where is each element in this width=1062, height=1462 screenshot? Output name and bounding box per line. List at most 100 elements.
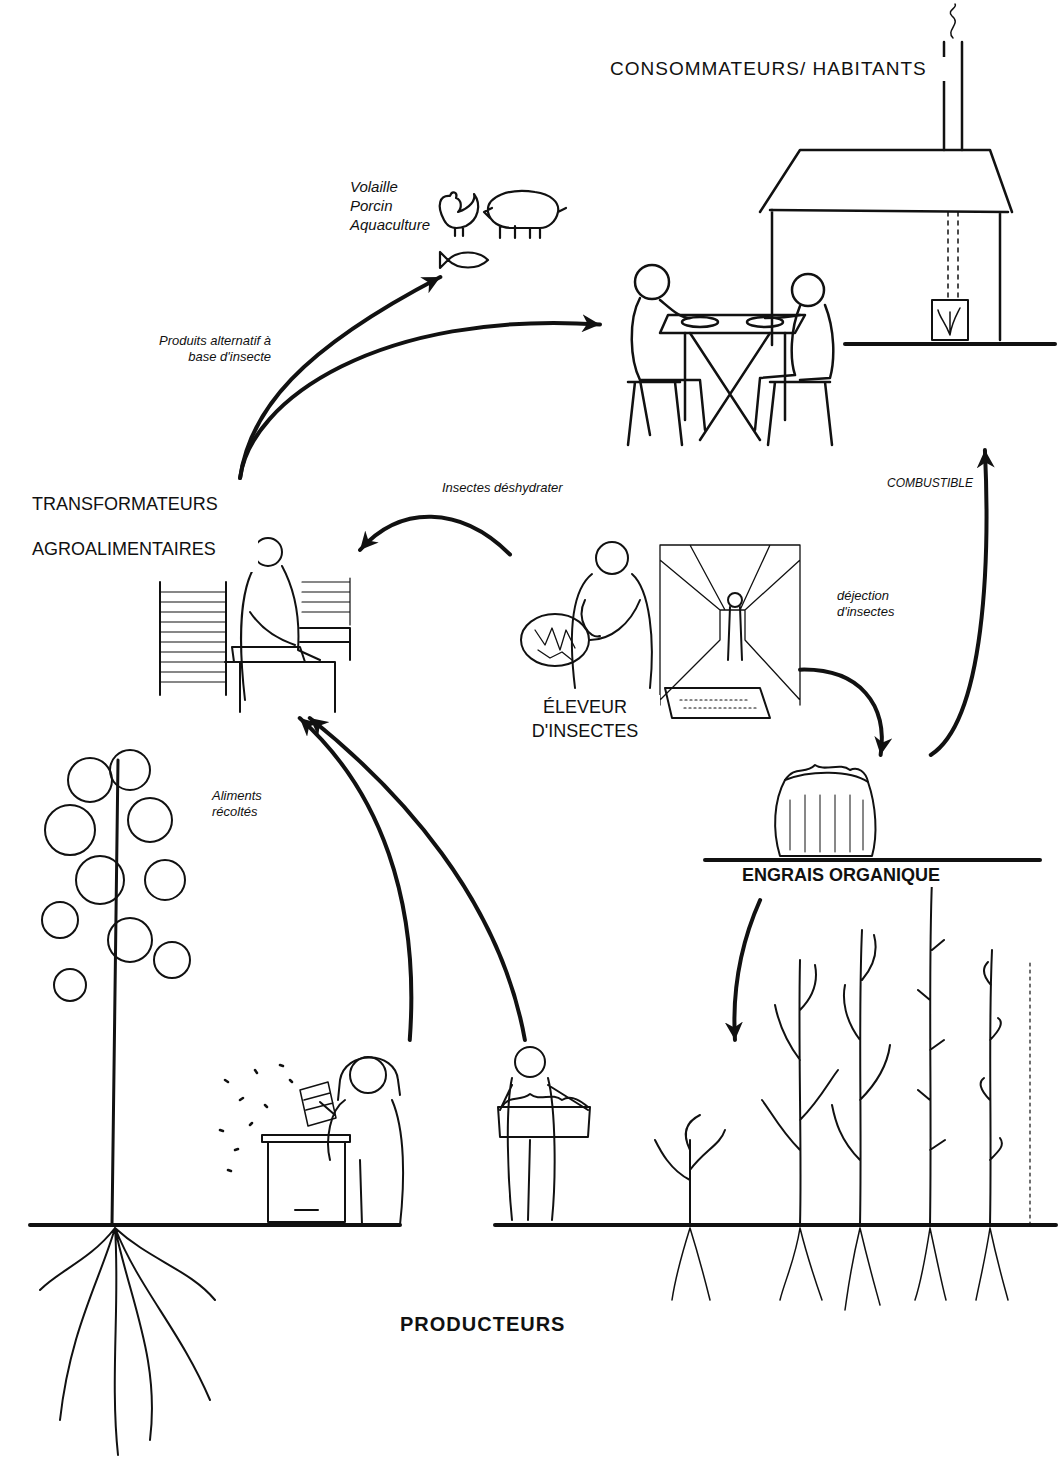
tree-part xyxy=(112,760,118,1225)
insect-farm-scene-part xyxy=(596,542,628,574)
animal-icons xyxy=(440,191,566,268)
consumer-scene-part xyxy=(938,308,960,335)
flow-arrow xyxy=(800,670,882,755)
edge-label: Produits alternatif à base d'insecte xyxy=(138,333,273,366)
beekeeper-part xyxy=(220,1065,292,1171)
tree-part xyxy=(30,1223,400,1227)
tree-part xyxy=(110,750,150,790)
harvester-part xyxy=(498,1107,590,1137)
insect-farm-scene-part xyxy=(665,688,770,718)
edge-label-holder: Aliments récoltés xyxy=(210,788,300,821)
harvester-part xyxy=(502,1094,588,1107)
processor-scene-part xyxy=(225,662,335,712)
insect-farm-scene-part xyxy=(535,628,575,660)
consumer-scene-part xyxy=(792,274,824,306)
animal-icons-part xyxy=(484,191,566,238)
fertilizer-sack-part xyxy=(790,795,863,852)
beekeeper-part xyxy=(338,1058,400,1101)
fertilizer-sack-part xyxy=(775,773,875,856)
harvester-part xyxy=(515,1047,545,1077)
processor-scene-part xyxy=(232,647,305,662)
fertilizer-sack-part xyxy=(705,858,1040,862)
crops-part xyxy=(981,950,1002,1225)
crops-part xyxy=(655,1115,725,1225)
fertilizer-sack-part xyxy=(785,765,868,782)
consumer-scene-part xyxy=(635,265,669,299)
processor-scene-part xyxy=(241,566,320,700)
group-heading: CONSOMMATEURS/ HABITANTS xyxy=(608,57,948,81)
insect-farm-scene-part xyxy=(660,545,800,705)
group-heading: TRANSFORMATEURS AGROALIMENTAIRES xyxy=(30,482,258,572)
crops-part xyxy=(918,880,945,1225)
animal-icons-part xyxy=(440,252,488,268)
actor-group: ÉLEVEUR D'INSECTES xyxy=(510,530,800,775)
tree-part xyxy=(154,942,190,978)
actor-group: CONSOMMATEURS/ HABITANTS xyxy=(600,45,1045,450)
beekeeper-part xyxy=(262,1135,350,1222)
actor-group: Volaille Porcin Aquaculture xyxy=(340,172,568,277)
tree-part xyxy=(128,798,172,842)
crops-part xyxy=(832,930,890,1225)
crops-part xyxy=(672,1228,1008,1310)
group-heading: ENGRAIS ORGANIQUE xyxy=(740,865,965,887)
tree-part xyxy=(40,1228,215,1455)
flow-arrow xyxy=(240,277,440,478)
beekeeper xyxy=(220,1057,403,1225)
consumer-scene-part xyxy=(628,382,682,445)
consumer-scene-part xyxy=(845,342,1055,346)
edge-label-holder: COMBUSTIBLE xyxy=(868,476,975,491)
flow-arrow xyxy=(240,323,600,478)
edge-label: déjection d'insectes xyxy=(835,588,945,621)
consumer-scene-part xyxy=(948,212,958,298)
edge-label: Aliments récoltés xyxy=(210,788,300,821)
crops xyxy=(655,880,1030,1310)
actor-group: TRANSFORMATEURS AGROALIMENTAIRES xyxy=(25,478,360,718)
tree xyxy=(30,750,400,1455)
tree-part xyxy=(68,758,112,802)
consumer-scene-part xyxy=(768,382,832,445)
processor-scene-part xyxy=(300,628,350,660)
consumer-scene-part xyxy=(755,305,833,430)
group-heading: PRODUCTEURS xyxy=(398,1312,578,1336)
flow-arrow xyxy=(300,718,412,1040)
processor-scene-part xyxy=(254,538,282,566)
tree-part xyxy=(42,902,78,938)
group-heading: ÉLEVEUR D'INSECTES xyxy=(510,695,660,744)
consumer-scene-part xyxy=(632,298,705,435)
actor-group: PRODUCTEURS xyxy=(30,1040,1040,1455)
harvester-part xyxy=(495,1223,1056,1227)
flow-arrow xyxy=(734,900,760,1040)
tree-part xyxy=(45,805,95,855)
crops-part xyxy=(762,960,838,1225)
consumer-scene-part xyxy=(950,4,955,38)
fertilizer-sack xyxy=(705,765,1040,860)
group-heading: Volaille Porcin Aquaculture xyxy=(348,178,438,234)
insect-farm-scene-part xyxy=(572,574,652,688)
tree-part xyxy=(108,918,152,962)
edge-label-holder: déjection d'insectes xyxy=(835,588,945,621)
flow-arrow xyxy=(360,517,510,555)
processor-scene-part xyxy=(302,578,350,625)
actor-group: ENGRAIS ORGANIQUE xyxy=(730,755,971,900)
tree-part xyxy=(145,860,185,900)
beekeeper-part xyxy=(300,1082,336,1126)
edge-label: Insectes déshydrater xyxy=(440,480,615,496)
processor-scene-part xyxy=(160,592,226,682)
insect-farm-scene-part xyxy=(521,614,589,666)
edge-label-holder: Produits alternatif à base d'insecte xyxy=(138,333,273,366)
consumer-scene-part xyxy=(932,300,968,340)
flow-arrow xyxy=(310,718,525,1040)
harvester xyxy=(495,1047,1056,1225)
edge-label: COMBUSTIBLE xyxy=(868,476,975,491)
tree-part xyxy=(76,856,124,904)
harvester-part xyxy=(500,1078,588,1220)
animal-icons-part xyxy=(440,192,478,236)
crops-part xyxy=(1029,960,1030,1225)
edge-label-holder: Insectes déshydrater xyxy=(440,480,615,496)
processor-scene-part xyxy=(160,582,226,695)
tree-part xyxy=(54,969,86,1001)
insect-farm-scene-part xyxy=(680,700,756,708)
insect-farm-scene xyxy=(521,542,800,718)
